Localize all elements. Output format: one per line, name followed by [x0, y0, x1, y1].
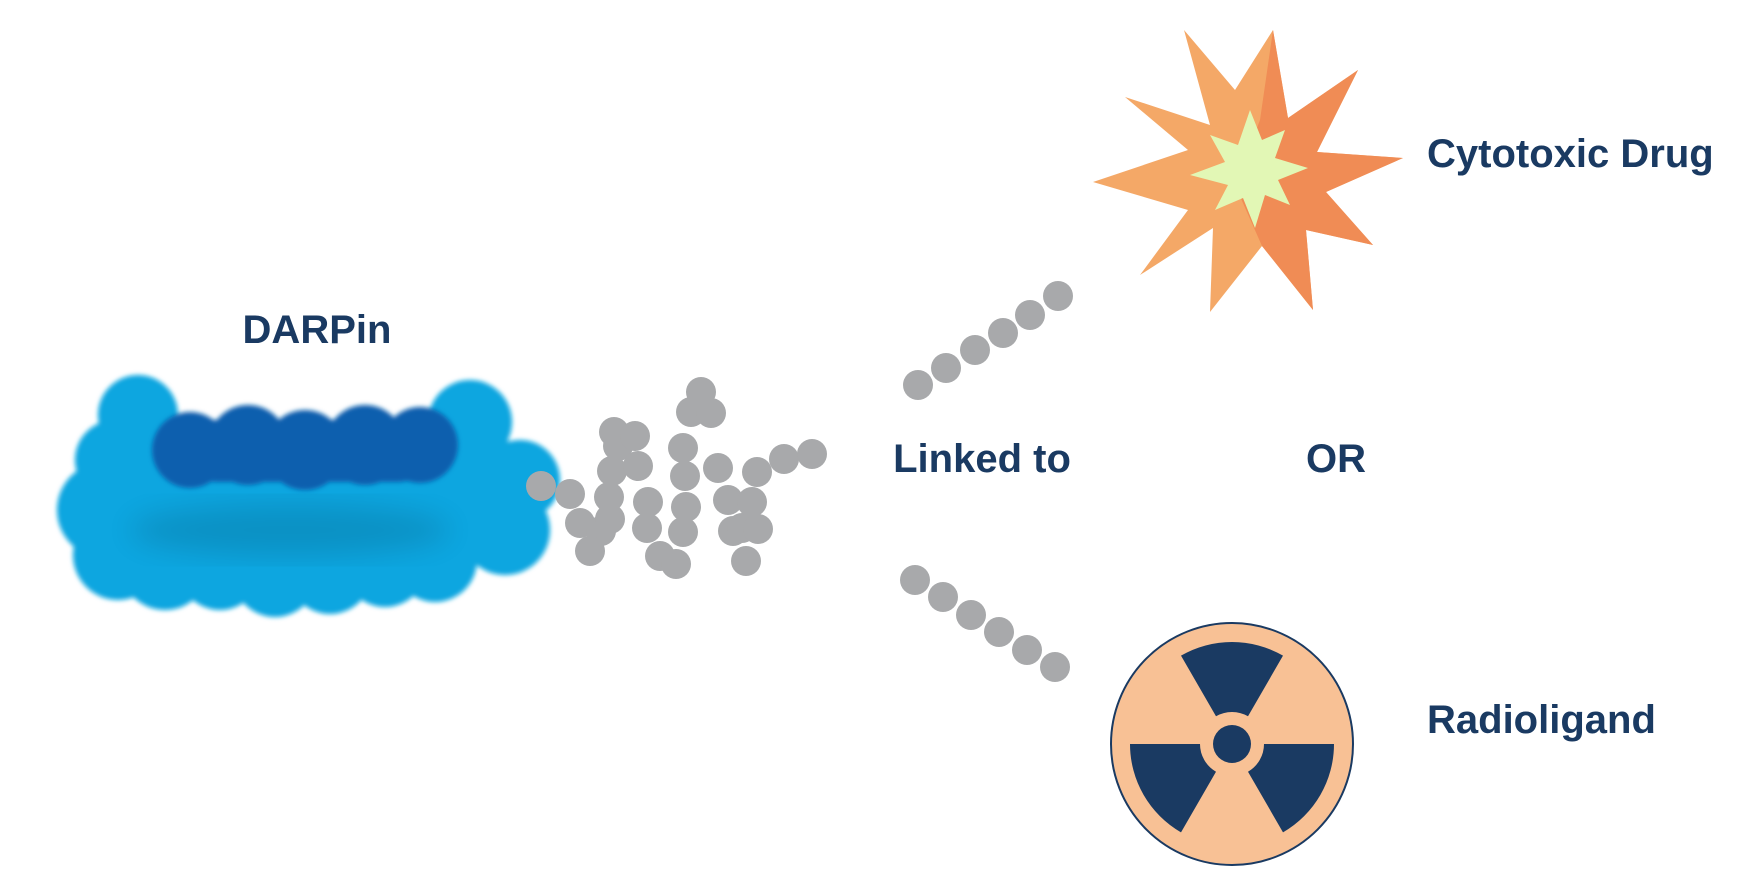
darpin-protein-icon: [57, 375, 560, 617]
linker-bead: [575, 536, 605, 566]
linker-bead: [984, 617, 1014, 647]
linker-bead: [713, 485, 743, 515]
linker-bead: [743, 514, 773, 544]
or-label: OR: [1306, 437, 1366, 481]
linker-bead: [1040, 652, 1070, 682]
linker-bead: [797, 439, 827, 469]
explosion-burst-icon: [1093, 30, 1403, 312]
radiation-blade: [1181, 642, 1283, 717]
linker-bead: [928, 582, 958, 612]
linker-chain-icon: [526, 281, 1073, 682]
linker-bead: [742, 457, 772, 487]
linker-bead: [668, 433, 698, 463]
linked-to-label: Linked to: [893, 437, 1071, 481]
linker-bead: [595, 504, 625, 534]
radiation-trefoil-icon: [1110, 622, 1354, 866]
linker-bead: [769, 444, 799, 474]
radiation-blade: [1130, 744, 1216, 833]
cytotoxic-drug-label: Cytotoxic Drug: [1427, 132, 1714, 176]
linker-bead: [671, 492, 701, 522]
linker-bead: [696, 398, 726, 428]
linker-bead: [620, 421, 650, 451]
linker-bead: [1015, 300, 1045, 330]
linker-bead: [903, 370, 933, 400]
linker-bead: [632, 513, 662, 543]
linker-bead: [703, 453, 733, 483]
linker-bead: [661, 549, 691, 579]
linker-bead: [960, 335, 990, 365]
linker-bead: [988, 318, 1018, 348]
linker-bead: [633, 487, 663, 517]
linker-bead: [623, 451, 653, 481]
radioligand-label: Radioligand: [1427, 698, 1656, 742]
linker-bead: [1012, 635, 1042, 665]
radiation-blade: [1248, 744, 1334, 833]
linker-bead: [526, 471, 556, 501]
linker-bead: [597, 456, 627, 486]
linker-bead: [594, 482, 624, 512]
linker-bead: [668, 517, 698, 547]
linker-bead: [956, 600, 986, 630]
linker-bead: [737, 487, 767, 517]
linker-bead: [900, 565, 930, 595]
linker-bead: [670, 461, 700, 491]
linker-bead: [731, 546, 761, 576]
linker-bead: [555, 479, 585, 509]
linker-bead: [931, 353, 961, 383]
linker-bead: [1043, 281, 1073, 311]
darpin-label: DARPin: [243, 308, 392, 352]
